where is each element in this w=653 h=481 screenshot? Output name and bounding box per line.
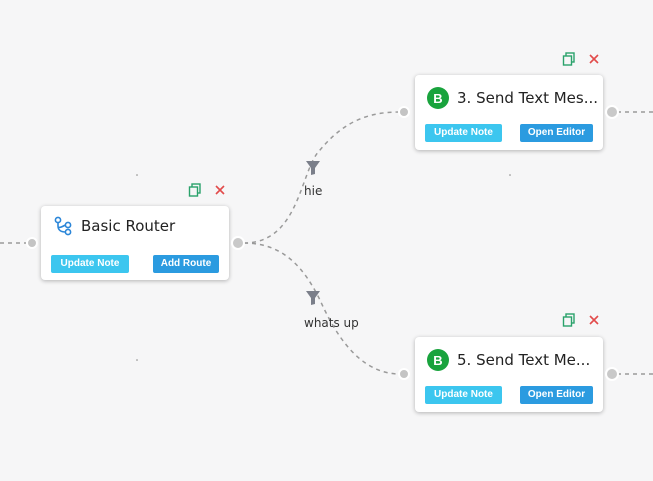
node3-input-port[interactable]	[398, 106, 410, 118]
filter-icon[interactable]	[305, 160, 321, 176]
canvas-dot	[136, 359, 138, 361]
copy-icon[interactable]	[188, 183, 202, 197]
node5-output-port[interactable]	[605, 367, 619, 381]
node3-title: 3. Send Text Mes...	[457, 89, 599, 107]
filter-icon[interactable]	[305, 290, 321, 306]
delete-icon[interactable]	[213, 183, 227, 197]
router-title: Basic Router	[81, 217, 176, 235]
route-label-hie[interactable]: hie	[304, 184, 323, 198]
send-text-node-3[interactable]: B 3. Send Text Mes... Update Note Open E…	[415, 75, 603, 150]
delete-icon[interactable]	[587, 52, 601, 66]
route-label-whats-up[interactable]: whats up	[304, 316, 359, 330]
router-input-port[interactable]	[26, 237, 38, 249]
send-text-node-5[interactable]: B 5. Send Text Me... Update Note Open Ed…	[415, 337, 603, 412]
whatsapp-business-icon: B	[427, 349, 449, 371]
whatsapp-business-icon: B	[427, 87, 449, 109]
update-note-button[interactable]: Update Note	[425, 124, 502, 142]
route-edge-hie	[243, 111, 401, 244]
router-node[interactable]: Basic Router Update Note Add Route	[41, 206, 229, 280]
router-icon	[54, 216, 72, 236]
node3-header: B 3. Send Text Mes...	[427, 78, 598, 118]
copy-icon[interactable]	[562, 313, 576, 327]
router-output-port[interactable]	[231, 236, 245, 250]
canvas-dot	[509, 174, 511, 176]
open-editor-button[interactable]: Open Editor	[520, 124, 593, 142]
add-route-button[interactable]: Add Route	[153, 255, 219, 273]
update-note-button[interactable]: Update Note	[425, 386, 502, 404]
canvas-dot	[136, 174, 138, 176]
copy-icon[interactable]	[562, 52, 576, 66]
update-note-button[interactable]: Update Note	[51, 255, 129, 273]
node5-title: 5. Send Text Me...	[457, 351, 591, 369]
node5-input-port[interactable]	[398, 368, 410, 380]
route-edge-whats-up	[243, 242, 401, 375]
router-header: Basic Router	[53, 206, 175, 246]
node5-header: B 5. Send Text Me...	[427, 340, 590, 380]
open-editor-button[interactable]: Open Editor	[520, 386, 593, 404]
delete-icon[interactable]	[587, 313, 601, 327]
node3-output-port[interactable]	[605, 105, 619, 119]
